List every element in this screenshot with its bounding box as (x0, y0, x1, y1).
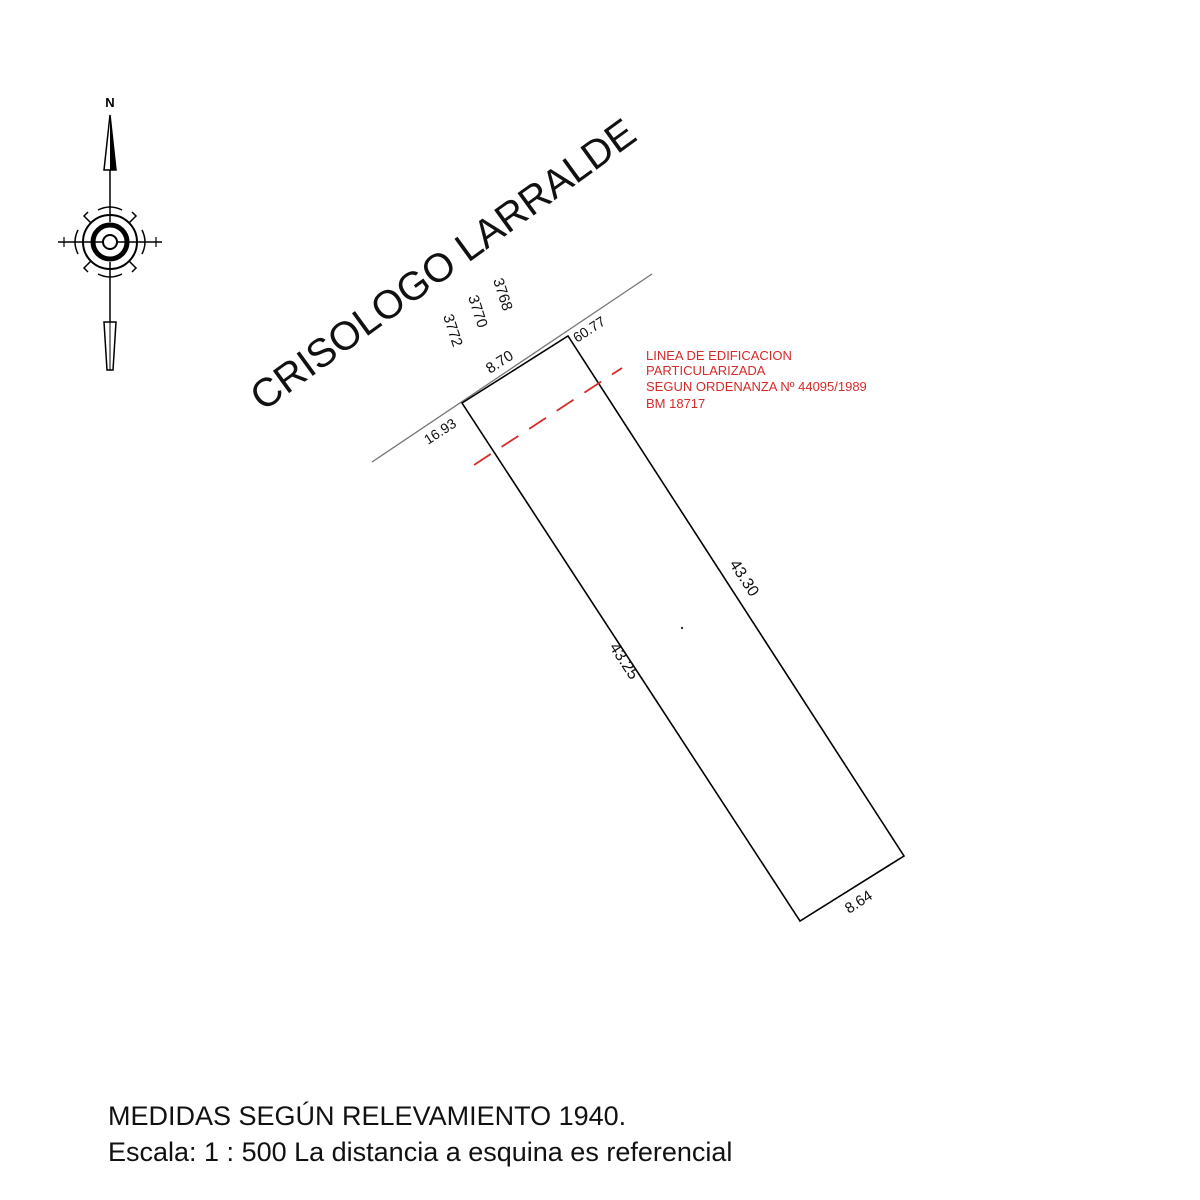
footer-notes: MEDIDAS SEGÚN RELEVAMIENTO 1940. Escala:… (108, 1098, 732, 1170)
annotation-line-3: SEGUN ORDENANZA Nº 44095/1989 (646, 379, 867, 394)
annotation-line-4: BM 18717 (646, 396, 705, 411)
door-number-3768: 3768 (489, 276, 515, 313)
street-name: CRISOLOGO LARRALDE (242, 111, 644, 420)
north-label: N (105, 95, 114, 110)
building-line-dashed (473, 367, 623, 466)
door-number-3772: 3772 (439, 312, 465, 349)
scale-note: Escala: 1 : 500 La distancia a esquina e… (108, 1137, 733, 1167)
lot-boundary (460, 334, 906, 923)
dimension-corner-left: 16.93 (421, 415, 459, 448)
measures-note: MEDIDAS SEGÚN RELEVAMIENTO 1940. (108, 1101, 627, 1131)
dimension-side-left: 43.25 (606, 640, 642, 683)
street-line (371, 273, 653, 463)
annotation-line-1: LINEA DE EDIFICACION (646, 348, 792, 363)
dimension-front: 8.70 (483, 347, 517, 377)
dimension-corner-right: 60.77 (570, 313, 608, 346)
dimension-side-right: 43.30 (726, 557, 762, 600)
door-number-3770: 3770 (464, 293, 490, 330)
north-arrow-icon: N (58, 95, 162, 371)
annotation-line-2: PARTICULARIZADA (646, 363, 766, 378)
building-line-annotation: LINEA DE EDIFICACION PARTICULARIZADA SEG… (646, 348, 867, 411)
